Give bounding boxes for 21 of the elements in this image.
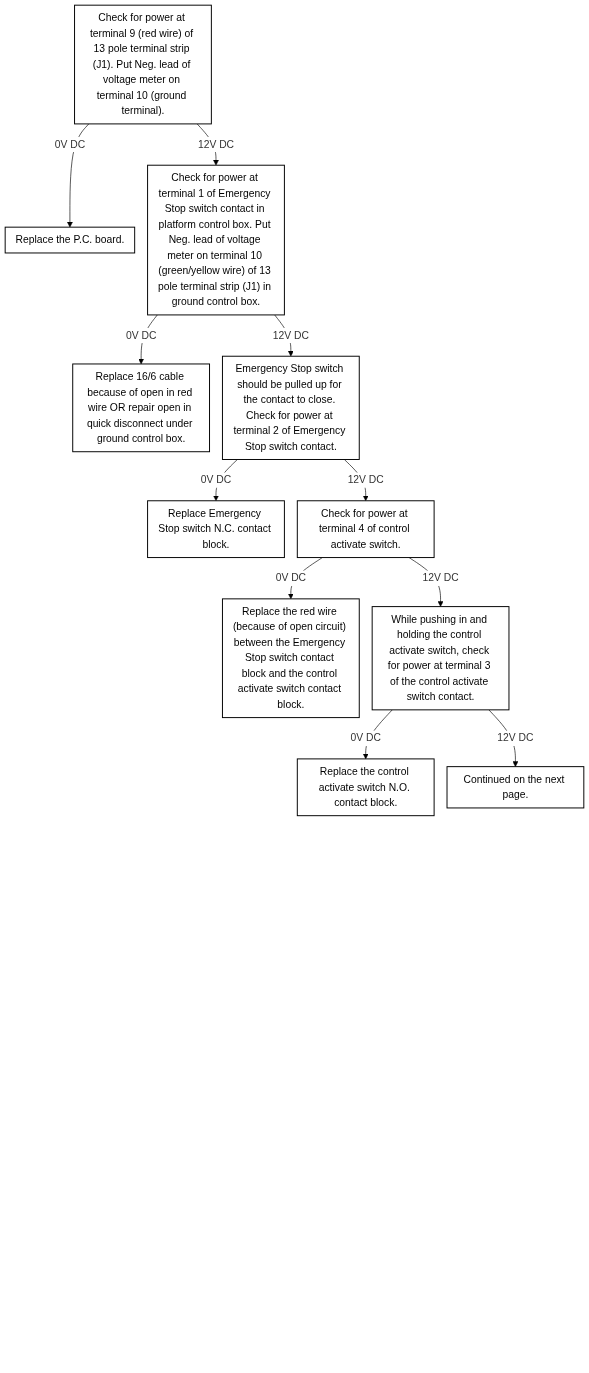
node-box: Check for power at terminal 1 of Emergency Stop switch contact in platform control box. Put Neg. lead of voltage meter on terminal 10 (green/yellow wire) of 13 pole terminal strip (J1) in ground control box. [147, 164, 285, 316]
edge-label: 0V DC [275, 572, 307, 584]
edge-label: 0V DC [125, 329, 157, 341]
edge-label: 0V DC [350, 732, 381, 744]
edge-label: 12V DC [272, 329, 309, 341]
node-box: While pushing in and holding the control activate switch, check for power at terminal 3 of the control activate switch contact. [371, 606, 510, 711]
edge-label: 12V DC [422, 572, 459, 584]
edge-label: 12V DC [197, 138, 235, 150]
edge-label: 0V DC [200, 474, 232, 486]
node-box: Check for power at terminal 4 of control activate switch. [296, 500, 435, 559]
edge-label: 12V DC [497, 732, 534, 744]
node-box: Continued on the next page. [446, 766, 585, 809]
node-box: Replace the control activate switch N.O. contact block. [296, 758, 435, 817]
node-box: Replace 16/6 cable because of open in red wire OR repair open in quick disconnect under ground control box. [72, 363, 211, 453]
node-box: Replace the P.C. board. [4, 226, 136, 254]
edge-label: 12V DC [347, 474, 384, 486]
node-box: Replace Emergency Stop switch N.C. contact block. [147, 500, 285, 559]
node-box: Emergency Stop switch should be pulled up for the contact to close. Check for power at terminal 2 of Emergency Stop switch contact. [221, 355, 360, 460]
edge-label: 0V DC [54, 138, 86, 150]
node-box: Replace the red wire (because of open circuit) between the Emergency Stop switch contact block and the control activate switch contact block. [221, 598, 360, 719]
node-box: Check for power at terminal 9 (red wire) of 13 pole terminal strip (J1). Put Neg. lead of voltage meter on terminal 10 (ground terminal). [74, 4, 212, 125]
